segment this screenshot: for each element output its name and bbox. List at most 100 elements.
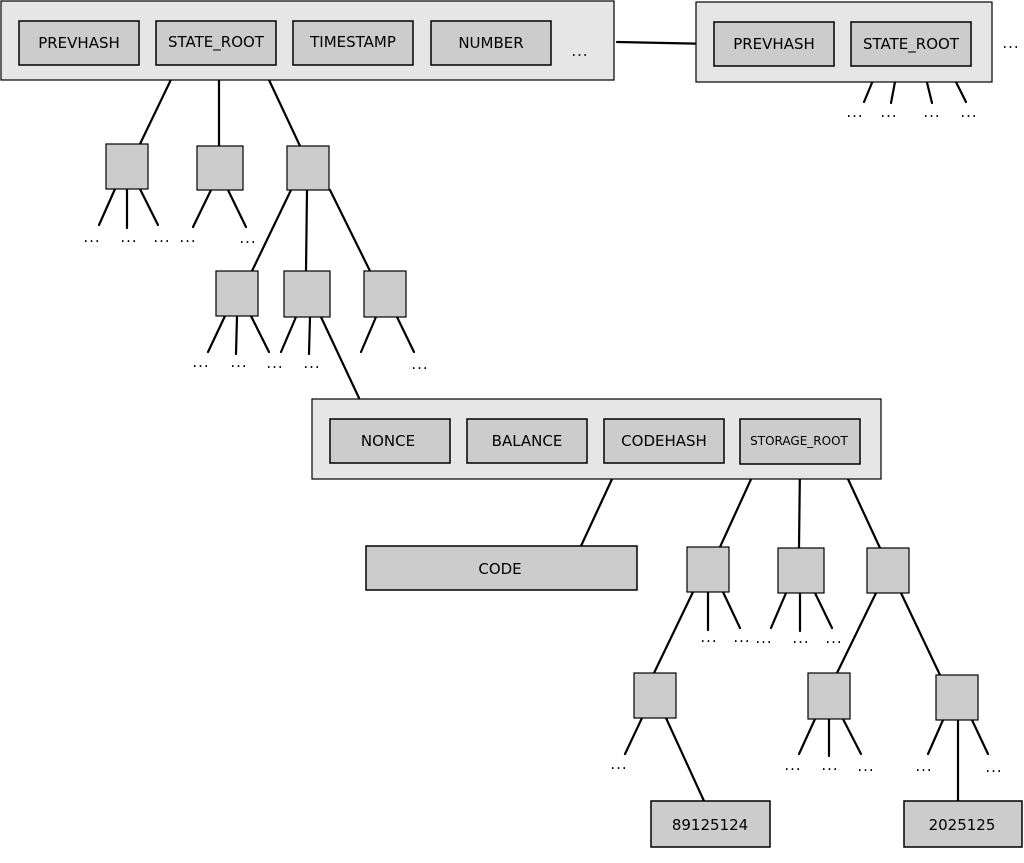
storage-value-label: 2025125	[929, 816, 996, 834]
edge	[899, 591, 942, 677]
edge	[395, 315, 416, 354]
state-trie	[105, 143, 407, 318]
truncated-branch-ellipsis: ...	[700, 628, 717, 646]
edge	[304, 188, 309, 273]
edge	[970, 718, 990, 756]
truncated-branch-ellipsis: ...	[960, 103, 977, 121]
state-trie-node	[215, 270, 259, 317]
storage-trie-node	[935, 674, 979, 721]
edge	[226, 188, 248, 229]
state-root-label: STATE_ROOT	[168, 33, 265, 52]
storage-trie-node	[866, 547, 910, 594]
code-box	[365, 545, 638, 591]
account-record: NONCE BALANCE CODEHASH STORAGE_ROOT	[311, 398, 882, 480]
storage-trie-node	[777, 547, 825, 594]
timestamp-field	[292, 20, 414, 66]
edge	[769, 591, 788, 630]
truncated-branch-ellipsis: ...	[792, 629, 809, 647]
timestamp-label: TIMESTAMP	[309, 33, 396, 51]
state-trie-node	[363, 270, 407, 318]
storage-value-box	[903, 800, 1023, 848]
prevhash-field	[713, 21, 835, 67]
truncated-branch-ellipsis: ...	[411, 355, 428, 373]
prevhash-label: PREVHASH	[733, 35, 815, 53]
edge	[328, 188, 372, 273]
prevhash-field	[18, 20, 140, 66]
truncated-branch-ellipsis: ...	[153, 228, 170, 246]
edge	[206, 314, 227, 354]
edge	[623, 716, 644, 756]
codehash-field	[603, 418, 725, 464]
prevhash-label: PREVHASH	[38, 34, 120, 52]
state-root-label: STATE_ROOT	[863, 35, 960, 54]
state-trie-node	[196, 145, 244, 191]
state-root-field	[850, 21, 972, 67]
edge	[250, 188, 293, 273]
storage-trie: 89125124 2025125	[633, 546, 1023, 848]
edge	[138, 187, 160, 227]
edge	[797, 717, 817, 756]
nonce-field	[329, 418, 451, 464]
storage-trie-node	[807, 672, 851, 720]
truncated-branch-ellipsis: ...	[923, 103, 940, 121]
state-trie-node	[283, 270, 331, 318]
truncated-branch-ellipsis: ...	[239, 229, 256, 247]
truncated-branch-ellipsis: ...	[825, 629, 842, 647]
truncated-branch-ellipsis: ...	[266, 354, 283, 372]
truncated-branch-ellipsis: ...	[821, 756, 838, 774]
balance-label: BALANCE	[492, 432, 563, 450]
truncated-branch-ellipsis: ...	[120, 228, 137, 246]
edge	[359, 315, 378, 354]
edge	[97, 187, 117, 227]
state-trie-node	[105, 143, 149, 190]
ellipses: ... ... ... ... ... ... ... ... ... ... …	[83, 103, 1002, 776]
edge	[249, 314, 271, 354]
edge	[279, 315, 298, 354]
truncated-branch-ellipsis: ...	[733, 628, 750, 646]
nonce-label: NONCE	[361, 432, 415, 450]
account-link-edge	[319, 315, 361, 400]
number-field	[430, 20, 552, 66]
edge	[835, 591, 878, 675]
truncated-branch-ellipsis: ...	[880, 103, 897, 121]
number-label: NUMBER	[458, 34, 523, 52]
edges	[97, 40, 990, 803]
truncated-branch-ellipsis: ...	[784, 756, 801, 774]
storage-trie-node	[686, 546, 730, 593]
storage-value-box	[650, 800, 771, 848]
value-edge	[664, 716, 706, 803]
truncated-branch-ellipsis: ...	[303, 354, 320, 372]
edge	[926, 718, 945, 756]
edge	[813, 591, 834, 630]
truncated-branch-ellipsis: ...	[915, 757, 932, 775]
code-label: CODE	[478, 560, 521, 578]
state-trie-node	[286, 145, 330, 191]
truncated-branch-ellipsis: ...	[230, 353, 247, 371]
code-block: CODE	[365, 545, 638, 591]
truncated-branch-ellipsis: ...	[192, 353, 209, 371]
block-header-1: PREVHASH STATE_ROOT TIMESTAMP NUMBER ...	[0, 0, 615, 81]
truncated-branch-ellipsis: ...	[846, 103, 863, 121]
balance-field	[466, 418, 588, 464]
block1-more-ellipsis: ...	[571, 42, 588, 60]
storage-root-label: STORAGE_ROOT	[750, 434, 848, 448]
codehash-label: CODEHASH	[621, 432, 707, 450]
storage-value-label: 89125124	[672, 816, 748, 834]
block2-more-ellipsis: ...	[1002, 34, 1019, 52]
edge	[841, 717, 863, 756]
truncated-branch-ellipsis: ...	[610, 755, 627, 773]
block-header-2: PREVHASH STATE_ROOT ...	[695, 1, 1019, 83]
storage-trie-node	[633, 672, 677, 719]
edge	[191, 188, 213, 229]
truncated-branch-ellipsis: ...	[985, 758, 1002, 776]
truncated-branch-ellipsis: ...	[857, 757, 874, 775]
truncated-branch-ellipsis: ...	[755, 629, 772, 647]
edge	[721, 590, 742, 630]
edge	[307, 315, 312, 356]
state-root-field	[155, 20, 277, 66]
storage-root-field	[739, 418, 861, 465]
edge	[652, 590, 695, 675]
truncated-branch-ellipsis: ...	[83, 228, 100, 246]
truncated-branch-ellipsis: ...	[179, 228, 196, 246]
